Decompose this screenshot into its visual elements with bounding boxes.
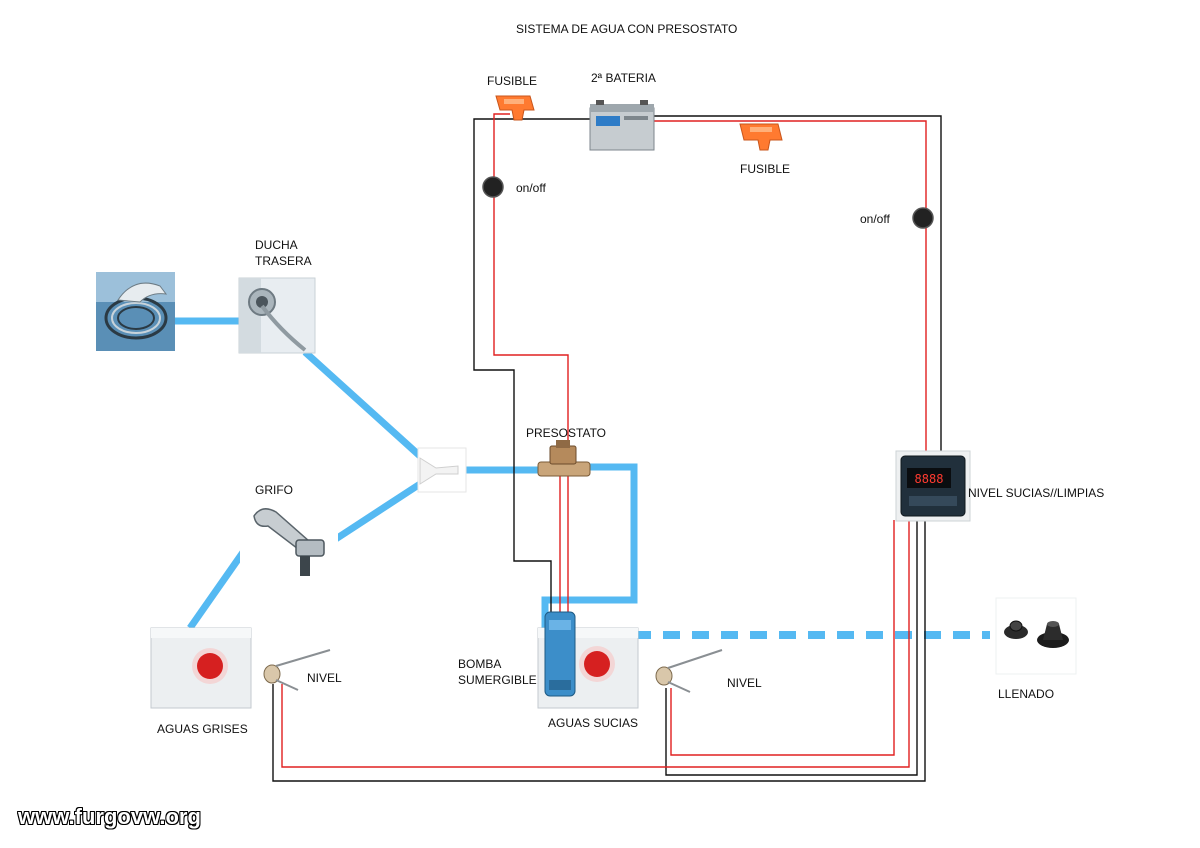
submersible-pump-image [544,611,576,697]
battery-label: 2ª BATERIA [591,71,656,85]
wire-red-grey-level [281,520,910,768]
wire-black-battery-left [473,118,590,615]
grey-level-sensor-image [263,649,331,691]
level-panel-label: NIVEL SUCIAS//LIMPIAS [968,486,1105,500]
dirty-level-label: NIVEL [727,676,762,690]
filler-cap-image [995,597,1077,675]
fuse-left-icon [495,95,535,121]
negative-wires [272,115,942,782]
grey-level-label: NIVEL [307,671,342,685]
watermark: www.furgovw.org [18,804,201,829]
pump-label: BOMBA SUMERGIBLE [458,657,537,687]
wire-black-grey-level [272,520,926,782]
diagram-title: SISTEMA DE AGUA CON PRESOSTATO [516,22,738,36]
switch-left-icon [482,176,504,198]
water-pipes [175,317,990,639]
pipe-pressure-switch-to-pump [541,463,638,628]
wire-red-battery-to-panel [650,120,927,458]
pipe-faucet-to-tee [320,481,422,551]
switch-left-label: on/off [516,181,546,195]
panel-display: 8888 [915,472,944,486]
grey-tank-image [150,627,252,709]
wire-black-dirty-level [665,520,918,776]
battery-image [589,100,655,151]
pressure-switch-image [537,440,591,477]
shower-hose-image [96,272,175,351]
level-panel-image: 8888 [895,450,971,522]
wire-black-battery-right [650,115,942,458]
rear-shower-image [238,277,316,354]
grey-tank-label: AGUAS GRISES [157,722,248,736]
tee-fitting [417,447,467,493]
pipe-shower-to-tee [302,349,423,459]
faucet-label: GRIFO [255,483,293,497]
fuse-right-icon [739,123,783,151]
dirty-tank-label: AGUAS SUCIAS [548,716,639,730]
pressure-switch-label: PRESOSTATO [526,426,607,440]
faucet-image [240,500,338,586]
fuse-left-label: FUSIBLE [487,74,538,88]
dirty-level-sensor-image [655,649,723,693]
fuse-right-label: FUSIBLE [740,162,791,176]
switch-right-label: on/off [860,212,890,226]
filler-label: LLENADO [998,687,1055,701]
wire-red-dirty-level [670,520,895,756]
switch-right-icon [912,207,934,229]
rear-shower-label: DUCHA TRASERA [255,238,312,268]
